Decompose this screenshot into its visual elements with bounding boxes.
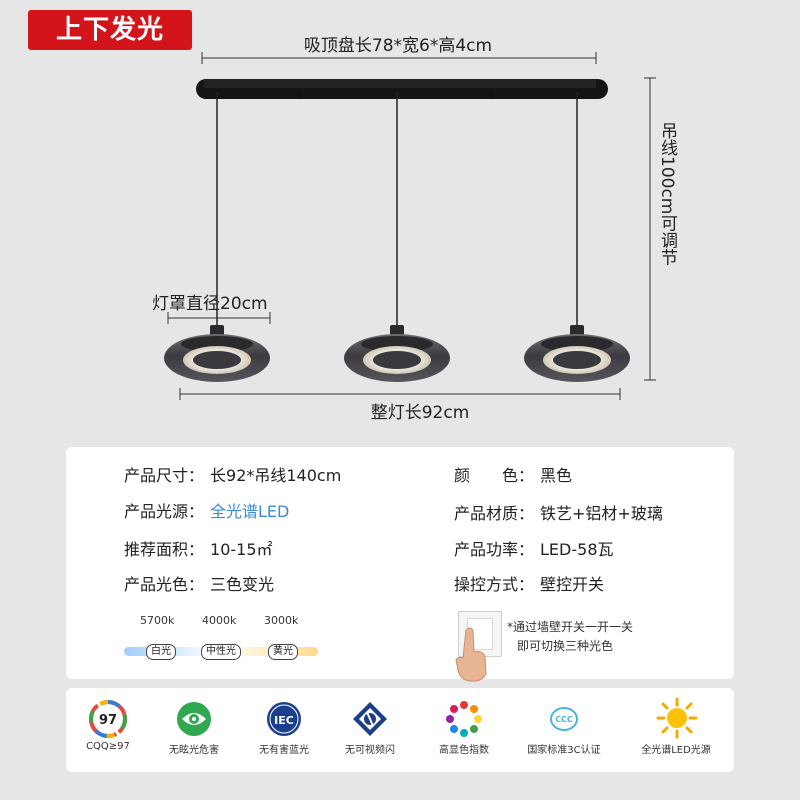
feature-label: 全光谱LED光源 bbox=[641, 745, 711, 756]
ceiling-canopy bbox=[196, 79, 608, 99]
color-temp-pill: 白光 bbox=[146, 644, 176, 660]
dimension-line-right bbox=[644, 77, 656, 381]
color-temp-pill: 中性光 bbox=[201, 644, 241, 660]
color-temp-pill: 黄光 bbox=[268, 644, 298, 660]
spec-label: 产品功率： bbox=[454, 540, 535, 559]
spec-source: 产品光源： 全光谱LED bbox=[124, 498, 289, 522]
color-temp-kelvin: 5700k bbox=[140, 614, 175, 627]
finger-press-icon bbox=[455, 627, 487, 682]
dimension-line-top bbox=[201, 52, 597, 64]
product-illustration bbox=[164, 52, 656, 400]
spec-label: 产品尺寸： bbox=[124, 466, 205, 485]
ccc-icon: CCC bbox=[550, 707, 578, 731]
pendant-lamp-right bbox=[524, 325, 630, 382]
spec-value: 全光谱LED bbox=[210, 502, 290, 521]
spec-card bbox=[66, 447, 734, 679]
feature-label: 无有害蓝光 bbox=[259, 745, 309, 756]
feature-label: 无眩光危害 bbox=[169, 745, 219, 756]
feature-label: 高显色指数 bbox=[439, 745, 489, 756]
no-flicker-icon bbox=[353, 702, 387, 736]
sun-icon bbox=[656, 697, 698, 739]
total-length-label: 整灯长92cm bbox=[370, 403, 470, 423]
spec-value: 三色变光 bbox=[210, 575, 275, 594]
dimension-line-diameter bbox=[167, 312, 271, 324]
dimension-line-bottom bbox=[179, 388, 621, 400]
color-temp-kelvin: 4000k bbox=[202, 614, 237, 627]
spec-label: 产品光色： bbox=[124, 575, 205, 594]
cqq-97-icon: 97 bbox=[89, 700, 127, 738]
spec-label: 颜 色： bbox=[454, 466, 535, 485]
pendant-lamp-left bbox=[164, 325, 270, 382]
spec-size: 产品尺寸： 长92*吊线140cm bbox=[124, 462, 341, 486]
pendant-cables bbox=[216, 92, 578, 326]
top-badge: 上下发光 bbox=[28, 10, 192, 50]
feature-label: CQQ≥97 bbox=[86, 741, 130, 752]
spec-value: 10-15㎡ bbox=[210, 540, 273, 559]
spec-value: LED-58瓦 bbox=[540, 540, 614, 559]
spec-area: 推荐面积： 10-15㎡ bbox=[124, 536, 273, 560]
shade-diameter-label: 灯罩直径20cm bbox=[152, 294, 268, 314]
spec-label: 操控方式： bbox=[454, 575, 535, 594]
cqq-badge-text: 97 bbox=[99, 713, 117, 728]
cable-length-label: 吊线100cm可调节 bbox=[657, 122, 677, 266]
spec-color: 颜 色： 黑色 bbox=[454, 462, 572, 486]
spec-power: 产品功率： LED-58瓦 bbox=[454, 536, 614, 560]
spec-material: 产品材质： 铁艺+铝材+玻璃 bbox=[454, 500, 663, 524]
pendant-lamp-middle bbox=[344, 325, 450, 382]
spec-label: 产品材质： bbox=[454, 504, 535, 523]
spec-value: 黑色 bbox=[540, 466, 573, 485]
spec-value: 长92*吊线140cm bbox=[210, 466, 342, 485]
spec-label: 推荐面积： bbox=[124, 540, 205, 559]
spec-label: 产品光源： bbox=[124, 502, 205, 521]
ccc-badge-text: CCC bbox=[555, 715, 573, 724]
spec-control: 操控方式： 壁控开关 bbox=[454, 571, 604, 595]
canopy-dimension-label: 吸顶盘长78*宽6*高4cm bbox=[303, 36, 493, 56]
features-card bbox=[66, 688, 734, 772]
spec-value: 铁艺+铝材+玻璃 bbox=[540, 504, 663, 523]
iec-badge-text: IEC bbox=[274, 714, 294, 727]
iec-icon: IEC bbox=[267, 702, 301, 736]
color-temp-kelvin: 3000k bbox=[264, 614, 299, 627]
spec-value: 壁控开关 bbox=[540, 575, 605, 594]
switch-note-line1: *通过墙壁开关一开一关 bbox=[507, 620, 634, 634]
color-index-icon bbox=[446, 701, 482, 737]
feature-label: 无可视频闪 bbox=[345, 745, 395, 756]
anti-glare-eye-icon bbox=[177, 702, 211, 736]
switch-note-line2: 即可切换三种光色 bbox=[517, 639, 614, 653]
spec-light-color: 产品光色： 三色变光 bbox=[124, 571, 274, 595]
feature-label: 国家标准3C认证 bbox=[527, 745, 601, 756]
